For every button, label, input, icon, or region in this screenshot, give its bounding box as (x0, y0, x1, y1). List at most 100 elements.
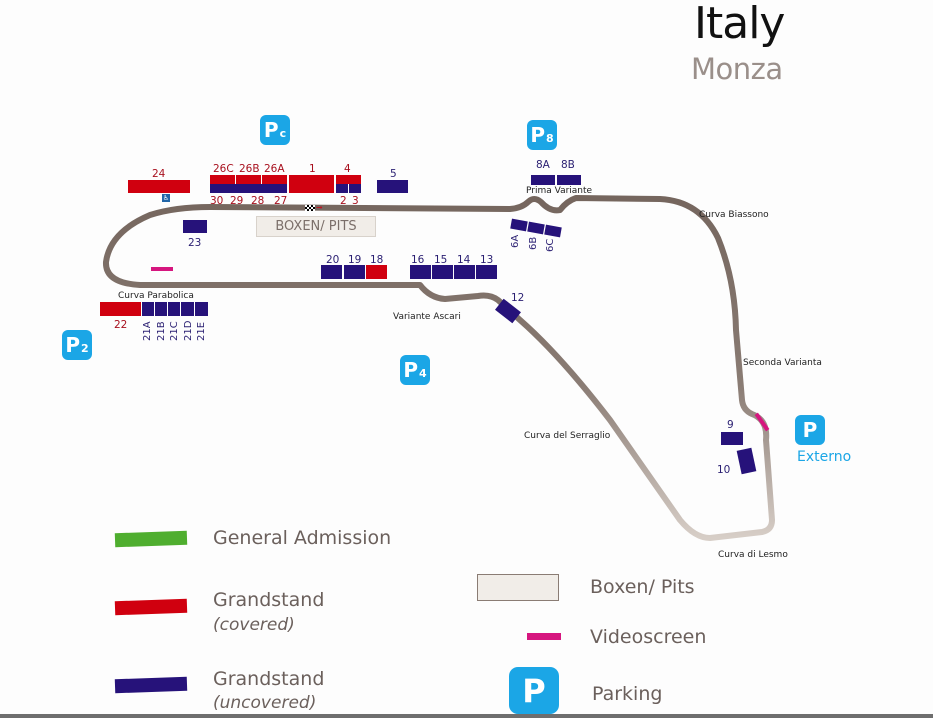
stand-24-label: 24 (152, 168, 166, 180)
stand-5[interactable] (377, 180, 408, 193)
checkered-flag-icon (305, 205, 315, 211)
stand-29-label: 29 (230, 195, 244, 207)
corner-curva-serraglio: Curva del Serraglio (524, 431, 611, 441)
stand-4[interactable] (336, 175, 361, 184)
stand-8a[interactable] (531, 175, 555, 185)
stand-16-label: 16 (411, 254, 425, 266)
stand-18[interactable] (366, 265, 387, 279)
stand-6b-label: 6B (528, 236, 539, 250)
legend-uncovered-swatch (114, 676, 188, 694)
stand-21c-label: 21C (169, 321, 180, 341)
wheelchair-icon: ♿ (162, 194, 170, 202)
legend-parking-icon: P (509, 667, 559, 714)
legend-videoscreen: Videoscreen (590, 626, 707, 648)
stand-9[interactable] (721, 432, 743, 445)
stand-13-label: 13 (480, 254, 494, 266)
stand-21a-label: 21A (142, 321, 153, 341)
stand-19-label: 19 (348, 254, 362, 266)
stand-24[interactable] (128, 180, 190, 193)
legend-pits: Boxen/ Pits (590, 576, 695, 598)
map-title: Italy (694, 0, 785, 49)
corner-curva-biassono: Curva Biassono (699, 210, 769, 220)
stand-1-label: 1 (309, 163, 316, 175)
stand-5-label: 5 (390, 168, 397, 180)
stand-2-label: 2 (340, 195, 347, 207)
stand-26b-label: 26B (239, 163, 260, 175)
stand-15-label: 15 (434, 254, 448, 266)
stand-26c[interactable] (210, 175, 235, 184)
stand-22-label: 22 (114, 319, 128, 331)
legend-videoscreen-swatch (527, 633, 561, 640)
stand-8a-label: 8A (536, 159, 550, 171)
legend-grandstand-covered: Grandstand (213, 589, 325, 611)
corner-seconda-varianta: Seconda Varianta (743, 358, 822, 368)
corner-curva-lesmo: Curva di Lesmo (718, 550, 788, 560)
legend-general-admission-swatch (114, 530, 188, 548)
parking-externo-badge: P (795, 415, 825, 445)
stand-16[interactable] (410, 265, 431, 279)
stand-1[interactable] (289, 175, 334, 193)
stand-9-label: 9 (727, 419, 734, 431)
stand-21c[interactable] (167, 302, 180, 316)
stand-20-label: 20 (326, 254, 340, 266)
legend-pits-swatch (477, 574, 559, 601)
stand-21d[interactable] (180, 302, 194, 316)
pits-box: BOXEN/ PITS (256, 216, 376, 237)
stand-3[interactable] (349, 184, 361, 193)
stand-6c-label: 6C (545, 238, 556, 252)
stand-23-label: 23 (188, 237, 202, 249)
parking-externo-label: Externo (797, 449, 852, 465)
stand-12-label: 12 (511, 292, 525, 304)
legend-uncovered-note: (uncovered) (213, 693, 317, 713)
stand-3-label: 3 (352, 195, 359, 207)
stand-26b[interactable] (236, 175, 261, 184)
stand-14-label: 14 (457, 254, 471, 266)
direction-arrow-icon: ➞ (316, 203, 323, 212)
stand-13[interactable] (476, 265, 497, 279)
stand-8b[interactable] (557, 175, 581, 185)
track-path (103, 195, 775, 541)
corner-prima-variante: Prima Variante (526, 186, 593, 196)
stand-28-label: 28 (251, 195, 265, 207)
stand-21e-label: 21E (196, 321, 207, 341)
stand-26a-label: 26A (264, 163, 285, 175)
legend-grandstand-uncovered: Grandstand (213, 668, 325, 690)
legend-covered-note: (covered) (213, 615, 295, 635)
map-subtitle: Monza (691, 52, 783, 86)
stand-26a[interactable] (262, 175, 287, 184)
stand-20[interactable] (321, 265, 342, 279)
stand-27-label: 27 (274, 195, 288, 207)
legend-parking: Parking (592, 683, 663, 705)
stand-10-label: 10 (717, 464, 731, 476)
corner-curva-parabolica: Curva Parabolica (118, 291, 194, 301)
stand-2[interactable] (336, 184, 348, 193)
stand-30-label: 30 (210, 195, 224, 207)
stand-21e[interactable] (194, 302, 208, 316)
stand-4-label: 4 (344, 163, 351, 175)
stand-14[interactable] (454, 265, 475, 279)
stand-21a[interactable] (141, 302, 154, 316)
corner-variante-ascari: Variante Ascari (393, 312, 461, 322)
stand-18-label: 18 (370, 254, 384, 266)
legend-general-admission: General Admission (213, 527, 392, 549)
bottom-border (0, 714, 933, 718)
stand-6a-label: 6A (510, 234, 521, 248)
stand-26c-label: 26C (213, 163, 234, 175)
stand-22[interactable] (100, 302, 141, 316)
stand-15[interactable] (432, 265, 453, 279)
stand-8b-label: 8B (561, 159, 575, 171)
videoscreen-parabolica (151, 267, 173, 271)
legend-covered-swatch (114, 598, 188, 616)
stand-21b-label: 21B (156, 321, 167, 341)
stand-21b[interactable] (154, 302, 167, 316)
stand-23[interactable] (183, 220, 207, 233)
stand-30-27[interactable] (210, 184, 287, 193)
stand-19[interactable] (344, 265, 365, 279)
stand-21d-label: 21D (183, 320, 194, 341)
